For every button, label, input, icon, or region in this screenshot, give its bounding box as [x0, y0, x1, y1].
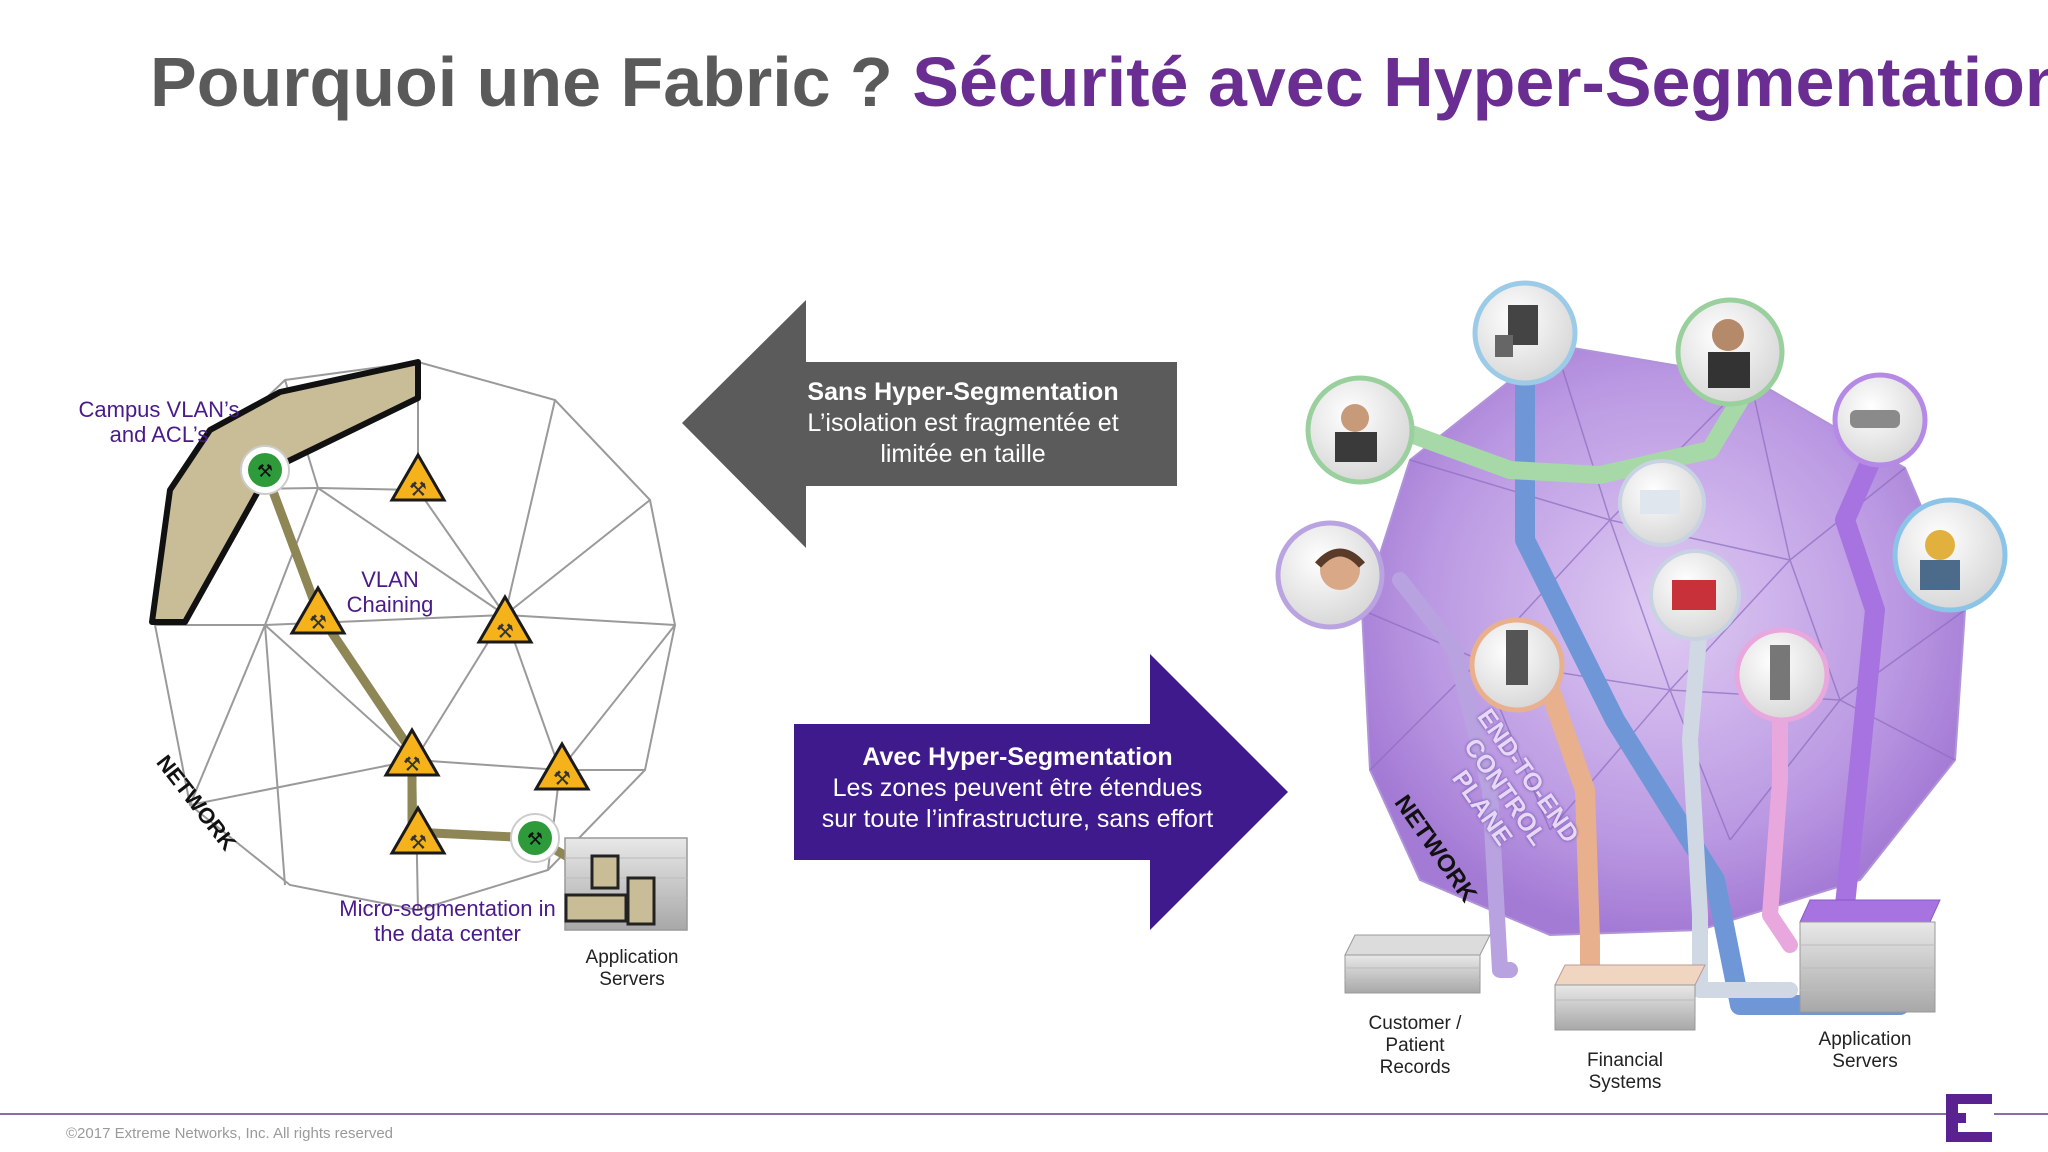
micro-segmentation-label: Micro-segmentation in the data center [320, 896, 575, 946]
financial-server-icon [1554, 964, 1706, 1031]
svg-text:⚒: ⚒ [496, 619, 514, 643]
svg-text:⚒: ⚒ [403, 752, 421, 776]
green-tool-icon: ⚒ [510, 813, 560, 863]
svg-text:⚒: ⚒ [309, 610, 327, 634]
warning-icon: ⚒ [476, 594, 534, 644]
customer-line3: Records [1379, 1057, 1451, 1078]
warning-icon: ⚒ [383, 727, 441, 777]
svg-text:⚒: ⚒ [409, 477, 427, 501]
campus-label-line1: Campus VLAN’s [78, 397, 240, 422]
bubble-icon [1734, 627, 1830, 723]
application-server-icon [564, 837, 688, 931]
warning-icon: ⚒ [389, 452, 447, 502]
page-title: Pourquoi une Fabric ? Sécurité avec Hype… [150, 42, 2048, 122]
svg-text:⚒: ⚒ [257, 461, 273, 482]
financial-line2: Systems [1588, 1072, 1662, 1093]
financial-systems-label: Financial Systems [1555, 1050, 1695, 1094]
left-arrow-heading: Sans Hyper-Segmentation [807, 378, 1119, 406]
right-app-servers-label: Application Servers [1795, 1029, 1935, 1073]
micro-label-line2: the data center [374, 921, 521, 946]
campus-label: Campus VLAN’s and ACL’s [64, 397, 254, 447]
customer-records-label: Customer / Patient Records [1345, 1013, 1485, 1079]
right-arrow-shape [794, 654, 1288, 930]
svg-text:⚒: ⚒ [527, 829, 543, 850]
bubble-icon [1305, 375, 1415, 485]
customer-line1: Customer / [1368, 1013, 1462, 1034]
bubble-icon [1469, 617, 1565, 713]
customer-server-icon [1344, 934, 1491, 994]
right-app-servers-line2: Servers [1832, 1051, 1898, 1072]
warning-icon: ⚒ [533, 741, 591, 791]
title-part2: Sécurité avec Hyper-Segmentation [912, 43, 2048, 121]
application-servers-stack-icon [1799, 899, 1941, 1013]
bubble-icon [1618, 459, 1706, 547]
bubble-icon [1275, 520, 1385, 630]
vlan-chaining-label: VLAN Chaining [330, 567, 450, 617]
svg-text:⚒: ⚒ [553, 766, 571, 790]
right-arrow-heading: Avec Hyper-Segmentation [862, 743, 1173, 771]
left-arrow-text: Sans Hyper-Segmentation L’isolation est … [778, 377, 1148, 470]
segment-tubes [1391, 330, 1910, 1015]
campus-label-line2: and ACL’s [109, 422, 209, 447]
footer-copyright: ©2017 Extreme Networks, Inc. All rights … [66, 1125, 394, 1142]
left-servers-label-line2: Servers [599, 969, 665, 990]
left-servers-label-line1: Application [585, 947, 679, 968]
footer-divider [0, 1113, 2048, 1115]
extreme-logo-icon [1946, 1094, 1994, 1142]
customer-line2: Patient [1385, 1035, 1445, 1056]
right-arrow-line1: Les zones peuvent être étendues [832, 774, 1203, 802]
bubble-icon [1675, 297, 1785, 407]
title-part1: Pourquoi une Fabric ? [150, 43, 893, 121]
micro-label-line1: Micro-segmentation in [339, 896, 556, 921]
vlan-label-line2: Chaining [346, 592, 434, 617]
green-tool-icon: ⚒ [240, 445, 290, 495]
warning-icon: ⚒ [389, 805, 447, 855]
warning-icon: ⚒ [289, 585, 347, 635]
left-arrow-line1: L’isolation est fragmentée et [807, 409, 1119, 437]
left-arrow-shape [682, 300, 1177, 548]
left-arrow-line2: limitée en taille [880, 440, 1046, 468]
right-arrow-text: Avec Hyper-Segmentation Les zones peuven… [790, 742, 1245, 835]
campus-region [149, 359, 421, 625]
svg-text:⚒: ⚒ [409, 830, 427, 854]
bubble-icon [1649, 549, 1741, 641]
vlan-label-line1: VLAN [361, 567, 419, 592]
bubble-icon [1472, 280, 1578, 386]
right-app-servers-line1: Application [1818, 1029, 1912, 1050]
bubble-icon [1832, 372, 1928, 468]
bubble-icon [1892, 497, 2008, 613]
financial-line1: Financial [1586, 1050, 1664, 1071]
left-servers-label: Application Servers [567, 947, 697, 991]
right-arrow-line2: sur toute l’infrastructure, sans effort [821, 805, 1214, 833]
